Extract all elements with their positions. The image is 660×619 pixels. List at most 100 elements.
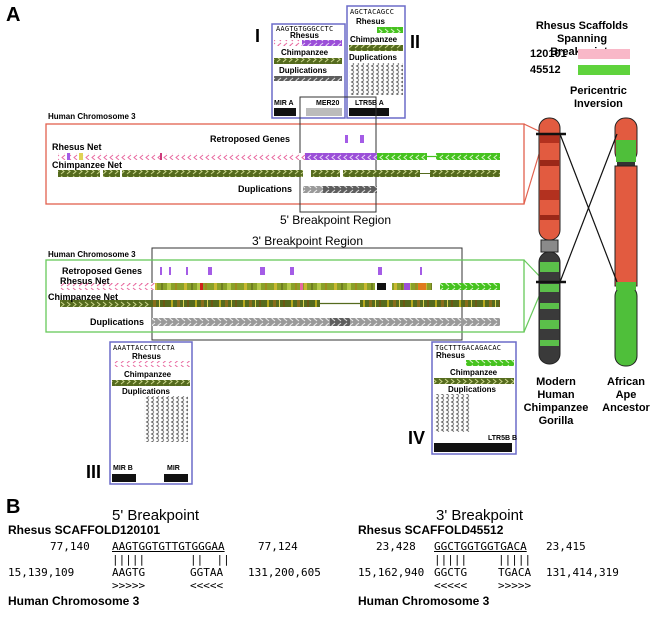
inset-iv-rhesus-track [466,360,514,366]
bottom-region-outline [45,259,525,333]
b-left-hseq-right: GGTAA [190,566,224,579]
inset-i-chimp-label: Chimpanzee [281,48,329,57]
inset-iv-chimp-track [434,378,514,384]
inset-iv-chimp-label: Chimpanzee [450,368,498,377]
inset-iv-dup-stack [434,394,470,432]
b-right-arrows-left: <<<<< [434,579,468,592]
top-rhesus-pink [58,153,306,160]
inset-i-sequence: AAGTGTGGGCCTC [276,25,334,33]
b-left-chrom: Human Chromosome 3 [8,594,140,608]
inset-iii-numeral: III [86,462,102,482]
modern-label-line3: Chimpanzee [523,402,589,414]
legend-item-45512: 45512 [530,64,561,76]
inset-i-box [271,23,346,119]
b-left-arrows-left: >>>>> [112,579,146,592]
modern-label: Modern Human Chimpanzee Gorilla [520,376,592,428]
ancestor-label: African Ape Ancestor [600,376,652,415]
b-left-seq: AAGTGGTGTTGTGGGAA [112,540,225,553]
inset-ii-dup-label: Duplications [349,53,398,62]
legend-swatch-120101 [578,49,630,59]
b-right-bars-right: ||||| [498,553,532,566]
bottom-rhesus-mixed [155,283,375,290]
inset-i-rhesus-label: Rhesus [290,31,319,40]
top-dup-label: Duplications [238,184,293,194]
top-region-outline [45,123,525,205]
legend-swatch-45512 [578,65,630,75]
inset-i-rep-left-bar [274,108,296,116]
inset-i-numeral: I [255,26,261,46]
top-rhesus-green-b [436,153,500,160]
inset-iii-sequence: AAATTACCTTCCTA [113,344,175,352]
legend-title-line1: Rhesus Scaffolds [535,20,629,32]
top-retroposed-label: Retroposed Genes [210,134,291,144]
top-rhesus-purple [305,153,377,160]
b-right-hseq-right: TGACA [498,566,532,579]
inset-iii-dup-stack [144,396,188,442]
top-chimp-track [58,170,500,177]
bottom-rhesus-label: Rhesus Net [60,276,110,286]
b-left-bars-right: || || [190,553,230,566]
inset-ii-dup-stack [349,63,403,95]
inset-i-rhesus-purple [302,40,342,46]
inset-iii-rep-right: MIR [167,465,180,472]
top-retro-gene-1 [345,135,348,143]
inset-iv-sequence: TGCTTTGACAGACAC [435,344,502,352]
inset-ii-rep-bar [349,108,389,116]
inset-iv-dup-label: Duplications [448,385,497,394]
inset-ii-chimp-label: Chimpanzee [350,35,398,44]
b-left-hstart: 15,139,109 [8,566,75,579]
top-rhesus-green-a [377,153,427,160]
inversion-label: Pericentric Inversion [570,85,627,111]
inset-ii-sequence: AGCTACAGCC [350,8,395,16]
inset-ii-numeral: II [410,32,421,52]
legend-item-120101: 120101 [530,48,567,60]
b-right-title: 3' Breakpoint [436,507,524,524]
inset-iv-rep-bar [434,443,512,452]
inset-ii-rep-left: LTR5B A [355,100,384,107]
5prime-region-title: 5' Breakpoint Region [280,213,392,227]
b-right-scaffold: Rhesus SCAFFOLD45512 [358,523,504,537]
bottom-retroposed-label: Retroposed Genes [62,266,143,276]
inset-iv-rhesus-label: Rhesus [436,351,465,360]
inset-iv-numeral: IV [408,428,426,448]
b-right-seq: GGCTGGTGGTGACA [434,540,527,553]
inset-i-dup-track [274,76,342,81]
inset-iii-rhesus-label: Rhesus [132,352,161,361]
bottom-chimp-label: Chimpanzee Net [48,292,119,302]
b-left-start: 77,140 [50,540,90,553]
panel-b-label: B [6,496,21,518]
inset-iii-dup-label: Duplications [122,387,171,396]
b-right-end: 23,415 [546,540,586,553]
top-chromosome-label: Human Chromosome 3 [48,112,136,121]
inset-i-rep-left: MIR A [274,100,294,107]
inset-iv-rep-left: LTR5B B [488,435,518,442]
inversion-label-line1: Pericentric [570,85,627,97]
bottom-rhesus-pink [60,283,155,290]
bottom-dup-track [152,318,500,326]
b-right-hend: 131,414,319 [546,566,619,579]
modern-label-line1: Modern [536,376,576,388]
ancestor-label-line2: Ape [615,389,637,401]
inset-iii-rep-right-bar [164,474,188,482]
3prime-region-title: 3' Breakpoint Region [252,234,364,248]
modern-label-line4: Gorilla [538,415,574,427]
b-left-title: 5' Breakpoint [112,507,200,524]
top-chimp-label: Chimpanzee Net [52,160,123,170]
b-left-hend: 131,200,605 [248,566,321,579]
bottom-chimp-track [60,300,500,307]
inset-i-rep-right-bar [306,108,342,116]
b-right-chrom: Human Chromosome 3 [358,594,490,608]
b-right-hseq-left: GGCTG [434,566,468,579]
top-rhesus-label: Rhesus Net [52,142,102,152]
b-left-scaffold: Rhesus SCAFFOLD120101 [8,523,161,537]
top-dup-light [303,186,323,193]
ancestor-chromosome [614,117,638,367]
panel-a-label: A [6,4,21,26]
b-left-hseq-left: AAGTG [112,566,146,579]
bottom-rhesus-green [440,283,500,290]
bottom-dup-label: Duplications [90,317,145,327]
ancestor-label-line1: African [607,376,645,388]
b-left-end: 77,124 [258,540,298,553]
b-right-hstart: 15,162,940 [358,566,425,579]
ancestor-label-line3: Ancestor [602,402,650,414]
